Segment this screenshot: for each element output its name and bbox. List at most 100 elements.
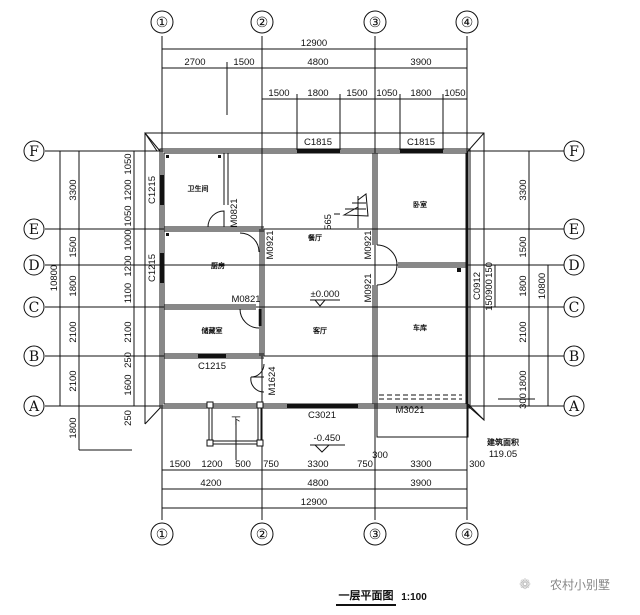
svg-text:2700: 2700 — [184, 57, 205, 68]
svg-text:150: 150 — [484, 295, 495, 311]
svg-text:F: F — [569, 144, 579, 160]
svg-text:1500: 1500 — [518, 236, 529, 257]
entrance-porch: 下 — [206, 401, 264, 460]
svg-text:±0.000: ±0.000 — [311, 289, 340, 300]
svg-text:3900: 3900 — [410, 57, 431, 68]
svg-text:150: 150 — [484, 262, 495, 278]
svg-text:4800: 4800 — [307, 478, 328, 489]
svg-text:1050: 1050 — [376, 88, 397, 99]
svg-text:C1215: C1215 — [198, 361, 226, 372]
svg-text:1200: 1200 — [123, 179, 134, 200]
svg-text:1800: 1800 — [307, 88, 328, 99]
svg-text:1800: 1800 — [68, 275, 79, 296]
level-markers: ±0.000 -0.450 — [310, 289, 345, 453]
svg-text:1800: 1800 — [518, 275, 529, 296]
svg-text:C0912: C0912 — [472, 272, 483, 300]
svg-text:1200: 1200 — [201, 459, 222, 470]
svg-text:1600: 1600 — [123, 374, 134, 395]
top-dimensions: 12900 2700 1500 4800 3900 1500 1800 1500… — [162, 38, 467, 150]
staircase: 565 — [323, 193, 369, 230]
svg-text:3300: 3300 — [307, 459, 328, 470]
svg-text:2100: 2100 — [68, 321, 79, 342]
room-storage: 储藏室 — [201, 326, 223, 335]
room-bedroom: 卧室 — [413, 200, 427, 209]
svg-text:1800: 1800 — [518, 370, 529, 391]
svg-text:900: 900 — [484, 279, 495, 295]
svg-text:250: 250 — [123, 410, 134, 426]
windows: C1815 C1815 C1215 C1215 C1215 C3021 C091… — [147, 137, 483, 421]
svg-text:750: 750 — [357, 459, 373, 470]
svg-text:③: ③ — [369, 15, 382, 31]
bottom-axis-labels: ① ② ③ ④ — [150, 522, 479, 546]
room-bathroom: 卫生间 — [188, 184, 209, 193]
svg-text:E: E — [569, 222, 579, 238]
svg-text:M3021: M3021 — [395, 405, 424, 416]
room-labels: 卫生间 餐厅 卧室 厨房 储藏室 客厅 车库 — [188, 184, 428, 335]
room-living: 客厅 — [312, 326, 327, 335]
svg-text:1050: 1050 — [123, 205, 134, 226]
svg-text:1800: 1800 — [410, 88, 431, 99]
svg-text:C1215: C1215 — [147, 176, 158, 204]
svg-text:农村小别墅: 农村小别墅 — [550, 578, 610, 592]
bottom-dimensions: 1500 1200 500 750 3300 750 300 3300 300 … — [162, 450, 485, 509]
svg-text:A: A — [28, 399, 40, 415]
svg-text:12900: 12900 — [301, 497, 327, 508]
svg-text:12900: 12900 — [301, 38, 327, 49]
svg-text:M0921: M0921 — [265, 230, 276, 259]
svg-text:1800: 1800 — [68, 417, 79, 438]
svg-text:1050: 1050 — [123, 153, 134, 174]
svg-text:①: ① — [156, 15, 169, 31]
svg-text:1050: 1050 — [444, 88, 465, 99]
svg-text:C: C — [29, 300, 40, 316]
svg-text:M0921: M0921 — [363, 273, 374, 302]
svg-text:2100: 2100 — [68, 370, 79, 391]
svg-text:④: ④ — [461, 527, 474, 543]
svg-text:③: ③ — [369, 527, 382, 543]
svg-text:C: C — [569, 300, 580, 316]
svg-text:2100: 2100 — [518, 321, 529, 342]
left-axis-labels: F E D C B A — [23, 140, 45, 417]
svg-text:500: 500 — [235, 459, 251, 470]
svg-text:M0821: M0821 — [231, 294, 260, 305]
drawing-title: 一层平面图 1:100 — [336, 589, 427, 606]
svg-text:B: B — [569, 349, 579, 365]
svg-text:1500: 1500 — [268, 88, 289, 99]
svg-text:D: D — [28, 258, 39, 274]
svg-text:1500: 1500 — [346, 88, 367, 99]
svg-text:A: A — [568, 399, 580, 415]
svg-text:300: 300 — [469, 459, 485, 470]
svg-text:②: ② — [256, 15, 269, 31]
interior-walls — [164, 153, 466, 404]
svg-text:1500: 1500 — [169, 459, 190, 470]
svg-text:D: D — [568, 258, 579, 274]
svg-text:1500: 1500 — [233, 57, 254, 68]
roof-outline — [144, 132, 485, 425]
svg-text:M0921: M0921 — [363, 230, 374, 259]
svg-text:250: 250 — [123, 352, 134, 368]
svg-text:C3021: C3021 — [308, 410, 336, 421]
svg-text:C1815: C1815 — [407, 137, 435, 148]
svg-text:1:100: 1:100 — [401, 592, 427, 603]
svg-text:M0821: M0821 — [229, 198, 240, 227]
building-area: 建筑面积 119.05 — [486, 437, 519, 460]
top-axis-labels: ① ② ③ ④ — [150, 10, 479, 34]
svg-text:4800: 4800 — [307, 57, 328, 68]
svg-text:300: 300 — [518, 393, 529, 409]
svg-text:10800: 10800 — [537, 273, 548, 299]
svg-text:1500: 1500 — [68, 236, 79, 257]
svg-text:④: ④ — [461, 15, 474, 31]
room-dining: 餐厅 — [307, 233, 322, 242]
room-garage: 车库 — [413, 323, 427, 332]
room-kitchen: 厨房 — [211, 261, 225, 270]
svg-text:M1624: M1624 — [267, 366, 278, 395]
svg-text:B: B — [29, 349, 39, 365]
left-dimensions: 10800 3300 1500 1800 2100 2100 1800 1050… — [49, 151, 135, 451]
svg-text:300: 300 — [372, 450, 388, 461]
svg-text:C1815: C1815 — [304, 137, 332, 148]
svg-text:565: 565 — [323, 214, 334, 230]
svg-text:10800: 10800 — [49, 265, 60, 291]
svg-text:750: 750 — [263, 459, 279, 470]
svg-text:①: ① — [156, 527, 169, 543]
svg-text:C1215: C1215 — [147, 254, 158, 282]
